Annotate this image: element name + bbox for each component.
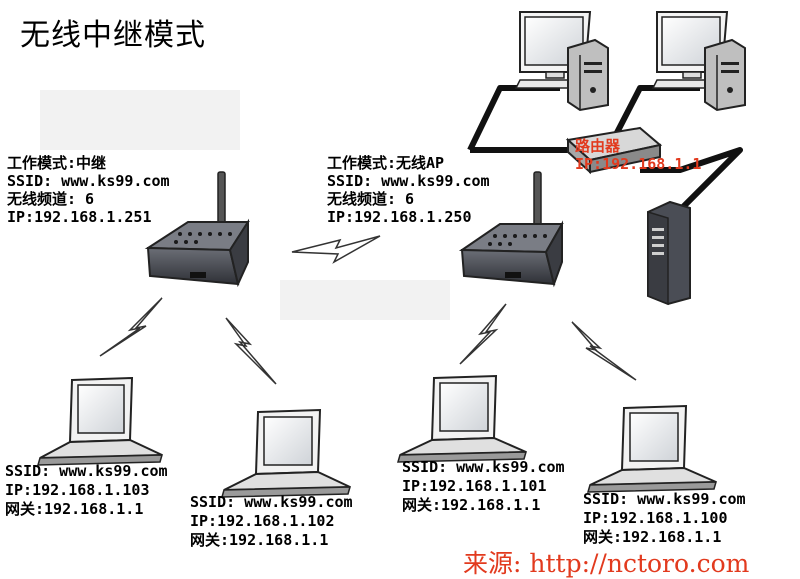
diagram-title: 无线中继模式: [20, 18, 206, 53]
laptop-gateway: 网关:192.168.1.1: [5, 500, 144, 518]
wireless-ap-icon: [458, 171, 564, 288]
router-name: 路由器: [575, 137, 621, 155]
laptop-info-1: SSID: www.ks99.com IP:192.168.1.103 网关:1…: [5, 464, 168, 517]
laptop-icon: [396, 374, 528, 463]
wireless-signal-icon: [99, 297, 163, 357]
ap-mode: 工作模式:无线AP: [327, 154, 445, 172]
laptop-ip: IP:192.168.1.103: [5, 481, 150, 499]
repeater-info: 工作模式:中继 SSID: www.ks99.com 无线频道: 6 IP:19…: [7, 156, 170, 225]
pc-tower-icon: [567, 38, 609, 112]
laptop-info-3: SSID: www.ks99.com IP:192.168.1.101 网关:1…: [402, 460, 565, 513]
background-artifacts: [40, 90, 450, 320]
cable-router-to-server: [640, 147, 743, 213]
router-label: 路由器 IP:192.168.1.1: [575, 139, 701, 175]
laptop-gateway: 网关:192.168.1.1: [190, 531, 329, 549]
laptop-gateway: 网关:192.168.1.1: [402, 496, 541, 514]
desktop-pc-1: [514, 11, 609, 112]
laptop-3: [396, 374, 528, 463]
router-ip: IP:192.168.1.1: [575, 155, 702, 173]
laptop-ssid: SSID: www.ks99.com: [402, 458, 565, 476]
laptop-ssid: SSID: www.ks99.com: [190, 493, 353, 511]
laptop-2: [220, 408, 352, 498]
laptop-4: [586, 404, 718, 493]
laptop-ip: IP:192.168.1.102: [190, 512, 335, 530]
laptop-1: [36, 376, 164, 466]
repeater-channel: 无线频道: 6: [7, 190, 95, 208]
cable-pc1-to-router: [467, 85, 560, 152]
repeater-ip: IP:192.168.1.251: [7, 208, 152, 226]
laptop-info-2: SSID: www.ks99.com IP:192.168.1.102 网关:1…: [190, 495, 353, 548]
ap-ip: IP:192.168.1.250: [327, 208, 472, 226]
desktop-pc-2: [651, 11, 746, 112]
source-label: 来源:: [463, 549, 522, 578]
router-icon: [565, 126, 663, 175]
source-url: http://nctoro.com: [529, 549, 750, 578]
source-watermark: 来源: http://nctoro.com: [463, 551, 749, 576]
laptop-icon: [220, 408, 352, 498]
wireless-signal-icon: [571, 321, 637, 381]
laptop-info-4: SSID: www.ks99.com IP:192.168.1.100 网关:1…: [583, 492, 746, 545]
wireless-signal-icon: [225, 317, 277, 385]
laptop-icon: [36, 376, 164, 466]
ap-ssid: SSID: www.ks99.com: [327, 172, 490, 190]
ap-channel: 无线频道: 6: [327, 190, 415, 208]
repeater-ssid: SSID: www.ks99.com: [7, 172, 170, 190]
pc-tower-icon: [704, 38, 746, 112]
laptop-gateway: 网关:192.168.1.1: [583, 528, 722, 546]
ap-info: 工作模式:无线AP SSID: www.ks99.com 无线频道: 6 IP:…: [327, 156, 490, 225]
laptop-ip: IP:192.168.1.101: [402, 477, 547, 495]
wireless-signal-icon: [459, 303, 507, 365]
laptop-ip: IP:192.168.1.100: [583, 509, 728, 527]
laptop-ssid: SSID: www.ks99.com: [583, 490, 746, 508]
wireless-signal-icon: [291, 235, 381, 264]
wireless-signals: [99, 235, 637, 385]
wireless-repeater-icon: [144, 171, 250, 288]
laptop-ssid: SSID: www.ks99.com: [5, 462, 168, 480]
server-icon: [647, 200, 691, 306]
laptop-icon: [586, 404, 718, 493]
repeater-mode: 工作模式:中继: [7, 154, 107, 172]
